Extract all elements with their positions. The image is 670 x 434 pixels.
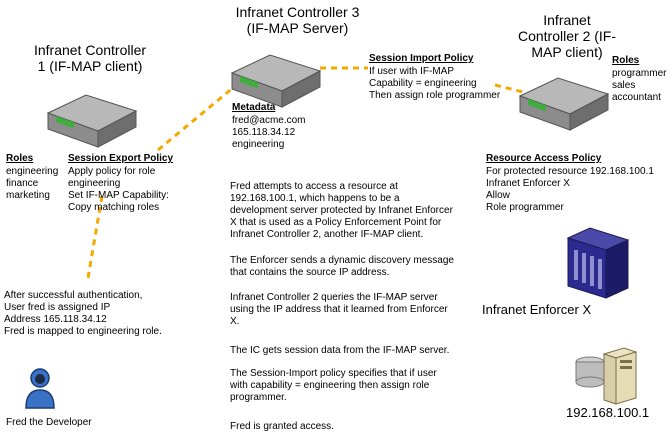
enforcer-label: Infranet Enforcer X bbox=[482, 302, 592, 317]
connector-import-ic2 bbox=[494, 83, 536, 97]
metadata-header: Metadata bbox=[232, 102, 276, 113]
controller1-roles-header: Roles bbox=[6, 153, 34, 164]
narrative-step-2: The Enforcer sends a dynamic discovery m… bbox=[230, 255, 454, 278]
resource-policy-header: Resource Access Policy bbox=[486, 153, 602, 164]
controller2-roles-header: Roles bbox=[612, 55, 640, 66]
narrative-step-4: The IC gets session data from the IF-MAP… bbox=[230, 345, 450, 356]
user-label: Fred the Developer bbox=[6, 417, 92, 428]
metadata-body: fred@acme.com 165.118.34.12 engineering bbox=[232, 115, 306, 150]
import-policy-header: Session Import Policy bbox=[369, 53, 474, 64]
narrative-step-1: Fred attempts to access a resource at 19… bbox=[230, 181, 453, 240]
controller1-title: Infranet Controller 1 (IF-MAP client) bbox=[33, 42, 147, 74]
server-label: 192.168.100.1 bbox=[566, 405, 650, 420]
auth-note: After successful authentication, User fr… bbox=[4, 290, 162, 337]
connector-ic1-ic3 bbox=[157, 80, 241, 152]
controller1-roles-list: engineering finance marketing bbox=[6, 166, 59, 201]
controller3-title: Infranet Controller 3 (IF-MAP Server) bbox=[235, 4, 360, 36]
resource-policy-body: For protected resource 192.168.100.1 Inf… bbox=[486, 166, 654, 213]
controller2-roles-list: programmer sales accountant bbox=[612, 68, 667, 103]
import-policy-body: If user with IF-MAP Capability = enginee… bbox=[369, 66, 501, 101]
narrative-step-5: The Session-Import policy specifies that… bbox=[230, 368, 437, 403]
narrative-step-3: Infranet Controller 2 queries the IF-MAP… bbox=[230, 292, 448, 327]
narrative-step-6: Fred is granted access. bbox=[230, 421, 334, 432]
controller2-title: Infranet Controller 2 (IF-MAP client) bbox=[517, 12, 617, 60]
export-policy-header: Session Export Policy bbox=[68, 153, 174, 164]
export-policy-body: Apply policy for role engineering Set IF… bbox=[68, 166, 169, 213]
connector-export-auth bbox=[86, 195, 104, 279]
